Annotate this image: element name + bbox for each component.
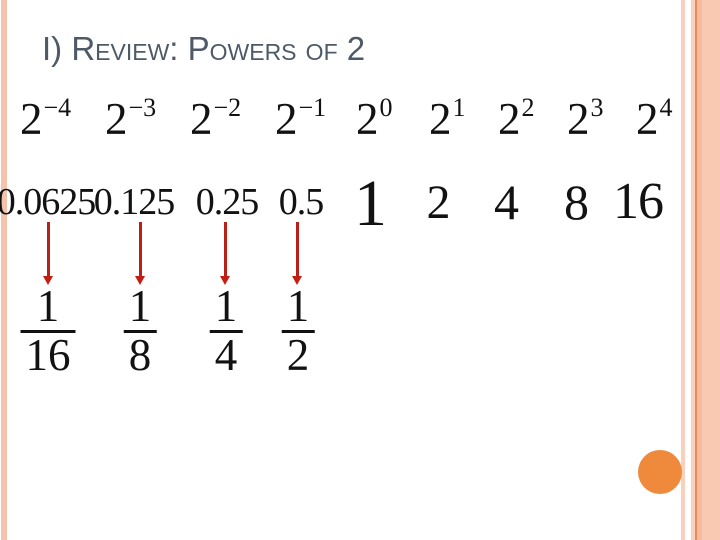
power-term: 2−2 — [190, 95, 241, 142]
value-label: 0.0625 — [0, 181, 96, 223]
right-accent-stripe — [691, 0, 695, 540]
arrow-head-icon — [135, 276, 145, 285]
fraction-numerator: 1 — [128, 281, 152, 331]
power-base: 2 — [498, 94, 521, 144]
right-accent-stripe — [702, 0, 720, 540]
power-term: 22 — [498, 95, 535, 142]
fraction: 1 8 — [123, 281, 157, 378]
slide-title: I) Review: Powers of 2 — [42, 30, 366, 67]
power-term: 2−4 — [20, 95, 71, 142]
power-term: 21 — [429, 95, 466, 142]
down-arrow — [292, 222, 302, 285]
power-exponent: 0 — [379, 93, 393, 122]
power-exponent: 2 — [521, 93, 535, 122]
power-base: 2 — [356, 94, 379, 144]
power-exponent: −4 — [43, 93, 72, 122]
fraction: 1 2 — [281, 281, 315, 378]
right-accent-stripe — [681, 0, 685, 540]
value-label: 16 — [613, 173, 664, 230]
arrow-line — [46, 222, 50, 276]
value-label: 4 — [494, 174, 519, 230]
fraction-numerator: 1 — [286, 281, 310, 331]
value-label: 0.5 — [278, 181, 325, 223]
power-base: 2 — [429, 94, 452, 144]
power-term: 2−3 — [105, 95, 156, 142]
value-label: 2 — [426, 176, 451, 229]
power-exponent: 1 — [452, 93, 466, 122]
value-label: 0.25 — [195, 181, 260, 223]
value-label: 0.125 — [93, 181, 176, 223]
fraction-denominator: 16 — [20, 330, 76, 378]
fraction-denominator: 8 — [123, 330, 157, 378]
down-arrow — [43, 222, 53, 285]
power-exponent: 4 — [659, 93, 673, 122]
power-base: 2 — [275, 94, 298, 144]
left-accent-stripe — [1, 0, 7, 540]
accent-circle — [638, 450, 682, 494]
power-term: 23 — [567, 95, 604, 142]
fraction-denominator: 4 — [209, 330, 243, 378]
fraction-denominator: 2 — [281, 330, 315, 378]
fraction-numerator: 1 — [36, 281, 60, 331]
power-exponent: −1 — [298, 93, 327, 122]
arrow-head-icon — [220, 276, 230, 285]
down-arrow — [220, 222, 230, 285]
arrow-head-icon — [292, 276, 302, 285]
arrow-line — [138, 222, 142, 276]
fraction: 1 4 — [209, 281, 243, 378]
power-base: 2 — [190, 94, 213, 144]
down-arrow — [135, 222, 145, 285]
power-term: 24 — [636, 95, 673, 142]
right-accent-stripe — [695, 0, 697, 540]
fraction: 1 16 — [20, 281, 76, 378]
value-label: 1 — [354, 167, 387, 240]
arrow-head-icon — [43, 276, 53, 285]
arrow-line — [223, 222, 227, 276]
power-base: 2 — [636, 94, 659, 144]
power-base: 2 — [567, 94, 590, 144]
fraction-numerator: 1 — [214, 281, 238, 331]
power-base: 2 — [20, 94, 43, 144]
power-term: 2−1 — [275, 95, 326, 142]
power-exponent: −3 — [128, 93, 157, 122]
power-exponent: 3 — [590, 93, 604, 122]
value-label: 8 — [564, 174, 589, 230]
arrow-line — [295, 222, 299, 276]
power-term: 20 — [356, 95, 393, 142]
right-accent-stripe — [697, 0, 702, 540]
power-exponent: −2 — [213, 93, 242, 122]
power-base: 2 — [105, 94, 128, 144]
